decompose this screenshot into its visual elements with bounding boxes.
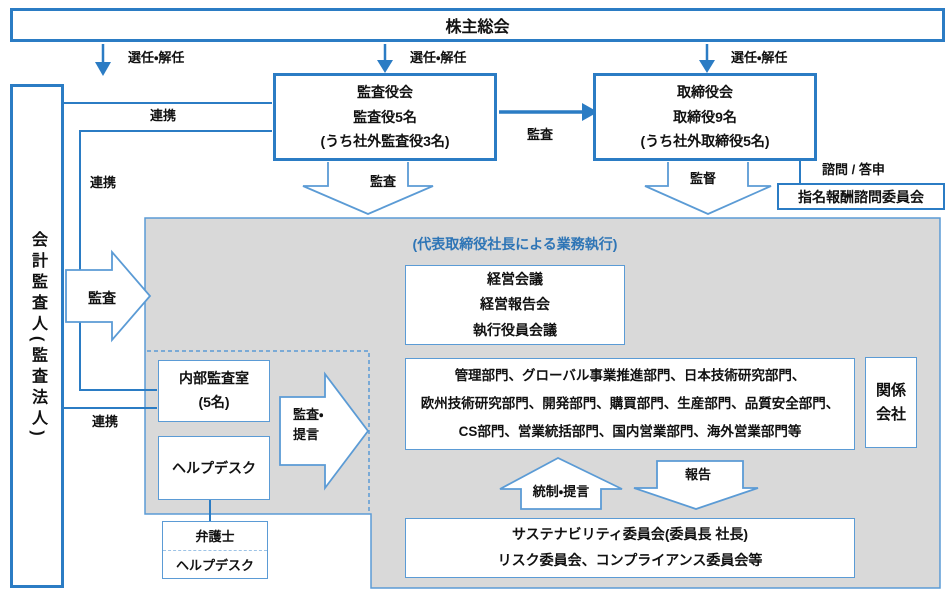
label-elect-dismiss-1: 選任・解任 [128, 50, 185, 65]
arrow-kansa-horizontal [499, 103, 598, 121]
affiliates-line-2: 会社 [875, 405, 906, 423]
arrow-kantoku-down [644, 162, 772, 215]
shareholders-meeting-box: 株主総会 [10, 8, 945, 42]
departments-line-2: 欧州技術研究部門、開発部門、購買部門、生産部門、品質安全部門、 [420, 396, 840, 412]
label-renkei-bottom: 連携 [92, 414, 119, 429]
nomination-committee-label: 指名報酬諮問委員会 [798, 188, 924, 205]
internal-audit-title: 内部監査室 [179, 370, 249, 387]
accounting-auditor-label: 会計監査人(監査法人) [29, 231, 46, 441]
label-renkei-mid: 連携 [90, 175, 117, 190]
line-renkei-auditboard-internalaudit [79, 130, 272, 391]
management-meeting-2: 経営報告会 [480, 296, 550, 313]
exec-note: (代表取締役社長による業務執行) [412, 236, 618, 252]
audit-board-title: 監査役会 [357, 84, 413, 101]
label-elect-dismiss-2: 選任・解任 [410, 50, 467, 65]
committees-line-2: リスク委員会、コンプライアンス委員会等 [497, 552, 763, 568]
departments-line-3: CS部門、営業統括部門、国内営業部門、海外営業部門等 [458, 423, 802, 439]
departments-box: 管理部門、グローバル事業推進部門、日本技術研究部門、 欧州技術研究部門、開発部門… [405, 358, 855, 450]
affiliates-box: 関係 会社 [865, 357, 917, 448]
shareholders-meeting-label: 株主総会 [445, 19, 510, 36]
arrow-kansa-down [302, 162, 434, 215]
label-kansa-down: 監査 [370, 174, 397, 189]
internal-audit-box: 内部監査室 (5名) [158, 360, 270, 422]
lawyer-helpdesk-box: 弁護士 ヘルプデスク [162, 521, 268, 579]
label-tousei-teigen: 統制・提言 [532, 484, 590, 499]
board-of-directors-box: 取締役会 取締役9名 (うち社外取締役5名) [593, 73, 817, 161]
label-kantoku-down: 監督 [690, 171, 717, 186]
arrow-kansa-teigen-block [279, 371, 370, 491]
management-meetings-box: 経営会議 経営報告会 執行役員会議 [405, 265, 625, 345]
audit-board-members: 監査役5名 [353, 108, 417, 125]
accounting-auditor-box: 会計監査人(監査法人) [10, 84, 64, 588]
arrow-elect-board [699, 44, 715, 73]
label-shimon-toushin: 諮問 / 答申 [822, 162, 885, 177]
label-houkoku: 報告 [684, 467, 711, 482]
helpdesk-box: ヘルプデスク [158, 436, 270, 500]
departments-line-1: 管理部門、グローバル事業推進部門、日本技術研究部門、 [454, 368, 806, 384]
arrow-elect-audit-board [377, 44, 393, 73]
board-outside: (うち社外取締役5名) [640, 133, 770, 150]
lawyer-label: 弁護士 [195, 529, 235, 545]
arrow-tousei-teigen-up [499, 456, 623, 510]
internal-audit-count: (5名) [198, 394, 230, 410]
label-kansa-horizontal: 監査 [527, 127, 554, 142]
label-elect-dismiss-3: 選任・解任 [731, 50, 788, 65]
board-title: 取締役会 [677, 84, 733, 101]
affiliates-line-1: 関係 [875, 381, 906, 399]
helpdesk-label: ヘルプデスク [172, 460, 256, 476]
audit-board-box: 監査役会 監査役5名 (うち社外監査役3名) [273, 73, 497, 161]
committees-box: サステナビリティ委員会(委員長 社長) リスク委員会、コンプライアンス委員会等 [405, 518, 855, 578]
arrow-houkoku-down [633, 460, 759, 510]
board-members: 取締役9名 [673, 108, 737, 125]
lawyer-helpdesk-label: ヘルプデスク [163, 549, 267, 579]
dashed-zone-border [147, 350, 370, 513]
nomination-committee-box: 指名報酬諮問委員会 [777, 183, 945, 210]
audit-board-outside: (うち社外監査役3名) [320, 133, 450, 150]
label-kansa-teigen: 監査・ 提言 [293, 407, 324, 442]
arrow-kansa-block [65, 249, 152, 343]
committees-line-1: サステナビリティ委員会(委員長 社長) [511, 526, 749, 543]
label-renkei-top: 連携 [150, 108, 177, 123]
arrow-elect-accounting-auditor [95, 44, 111, 76]
management-meeting-1: 経営会議 [487, 271, 543, 288]
management-meeting-3: 執行役員会議 [473, 321, 557, 338]
label-kansa-block: 監査 [88, 290, 116, 306]
